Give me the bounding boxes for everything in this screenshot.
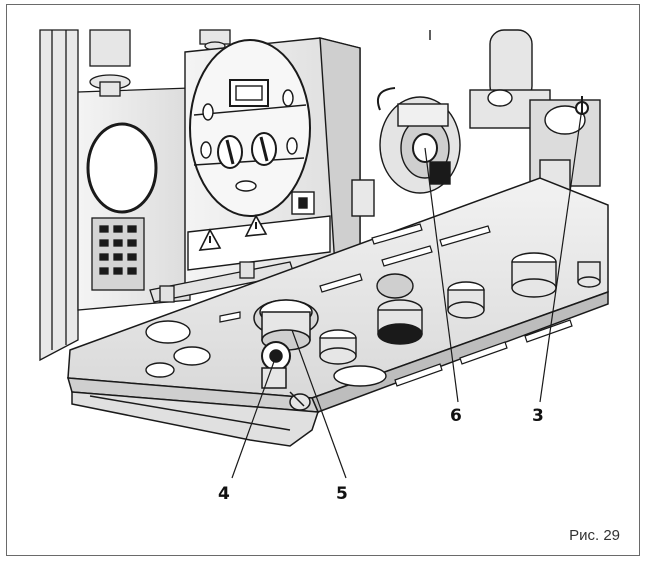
callout-5: 5 — [336, 484, 348, 504]
leader-line-5 — [291, 329, 347, 479]
leader-line-6 — [424, 147, 459, 403]
warning-triangle-icon — [198, 228, 222, 251]
plate-holes — [145, 273, 414, 387]
callout-4: 4 — [218, 484, 230, 504]
electric-plug-icon — [291, 191, 315, 215]
leader-line-3 — [539, 107, 583, 403]
gas-valve — [429, 29, 601, 195]
control-board — [184, 37, 361, 293]
fan-assembly — [351, 87, 461, 217]
back-panel — [77, 87, 191, 311]
plate-slots — [219, 223, 573, 387]
callout-3: 3 — [532, 406, 544, 426]
casing-left-wall — [39, 29, 79, 362]
top-fittings — [89, 29, 231, 97]
figure-caption: Рис. 29 — [569, 527, 620, 544]
water-fittings — [319, 252, 601, 365]
leader-lines — [231, 107, 583, 479]
valve-assembly — [253, 299, 319, 411]
leader-line-4 — [231, 355, 277, 479]
callout-6: 6 — [450, 406, 462, 426]
warning-triangle-icon — [244, 214, 268, 237]
